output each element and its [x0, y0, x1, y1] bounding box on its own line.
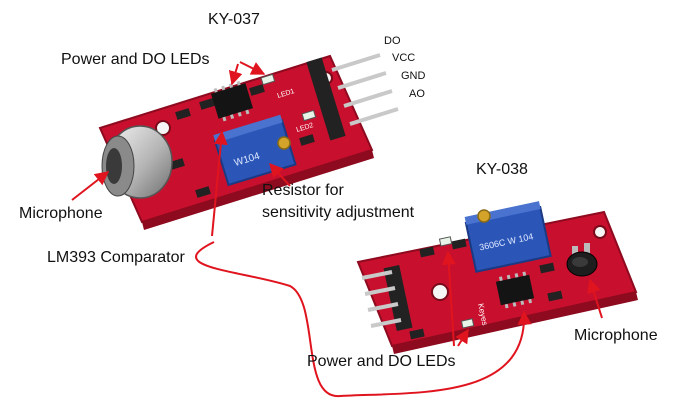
ky038-hole — [432, 284, 448, 300]
power-do-leds-label-top: Power and DO LEDs — [61, 52, 210, 68]
arrow-mic-left — [72, 172, 108, 200]
pin-label-ao: AO — [409, 89, 425, 100]
pin-label-gnd: GND — [401, 71, 425, 82]
pin-label-do: DO — [384, 36, 401, 47]
arrow-top-leds-1 — [232, 64, 238, 84]
power-do-leds-label-bottom: Power and DO LEDs — [307, 354, 456, 370]
microphone-label-right: Microphone — [574, 328, 658, 344]
ky038-title: KY-038 — [476, 162, 528, 178]
comparator-label: LM393 Comparator — [47, 250, 185, 266]
ky037-pot-screw — [278, 137, 290, 149]
pin-label-vcc: VCC — [392, 53, 415, 64]
resistor-label: Resistor for sensitivity adjustment — [262, 180, 414, 224]
ky037-title: KY-037 — [208, 12, 260, 28]
ky038-hole — [594, 226, 606, 238]
ky038-pot-screw — [478, 210, 490, 222]
microphone-label-left: Microphone — [19, 206, 103, 222]
arrow-top-leds-2 — [240, 62, 264, 74]
